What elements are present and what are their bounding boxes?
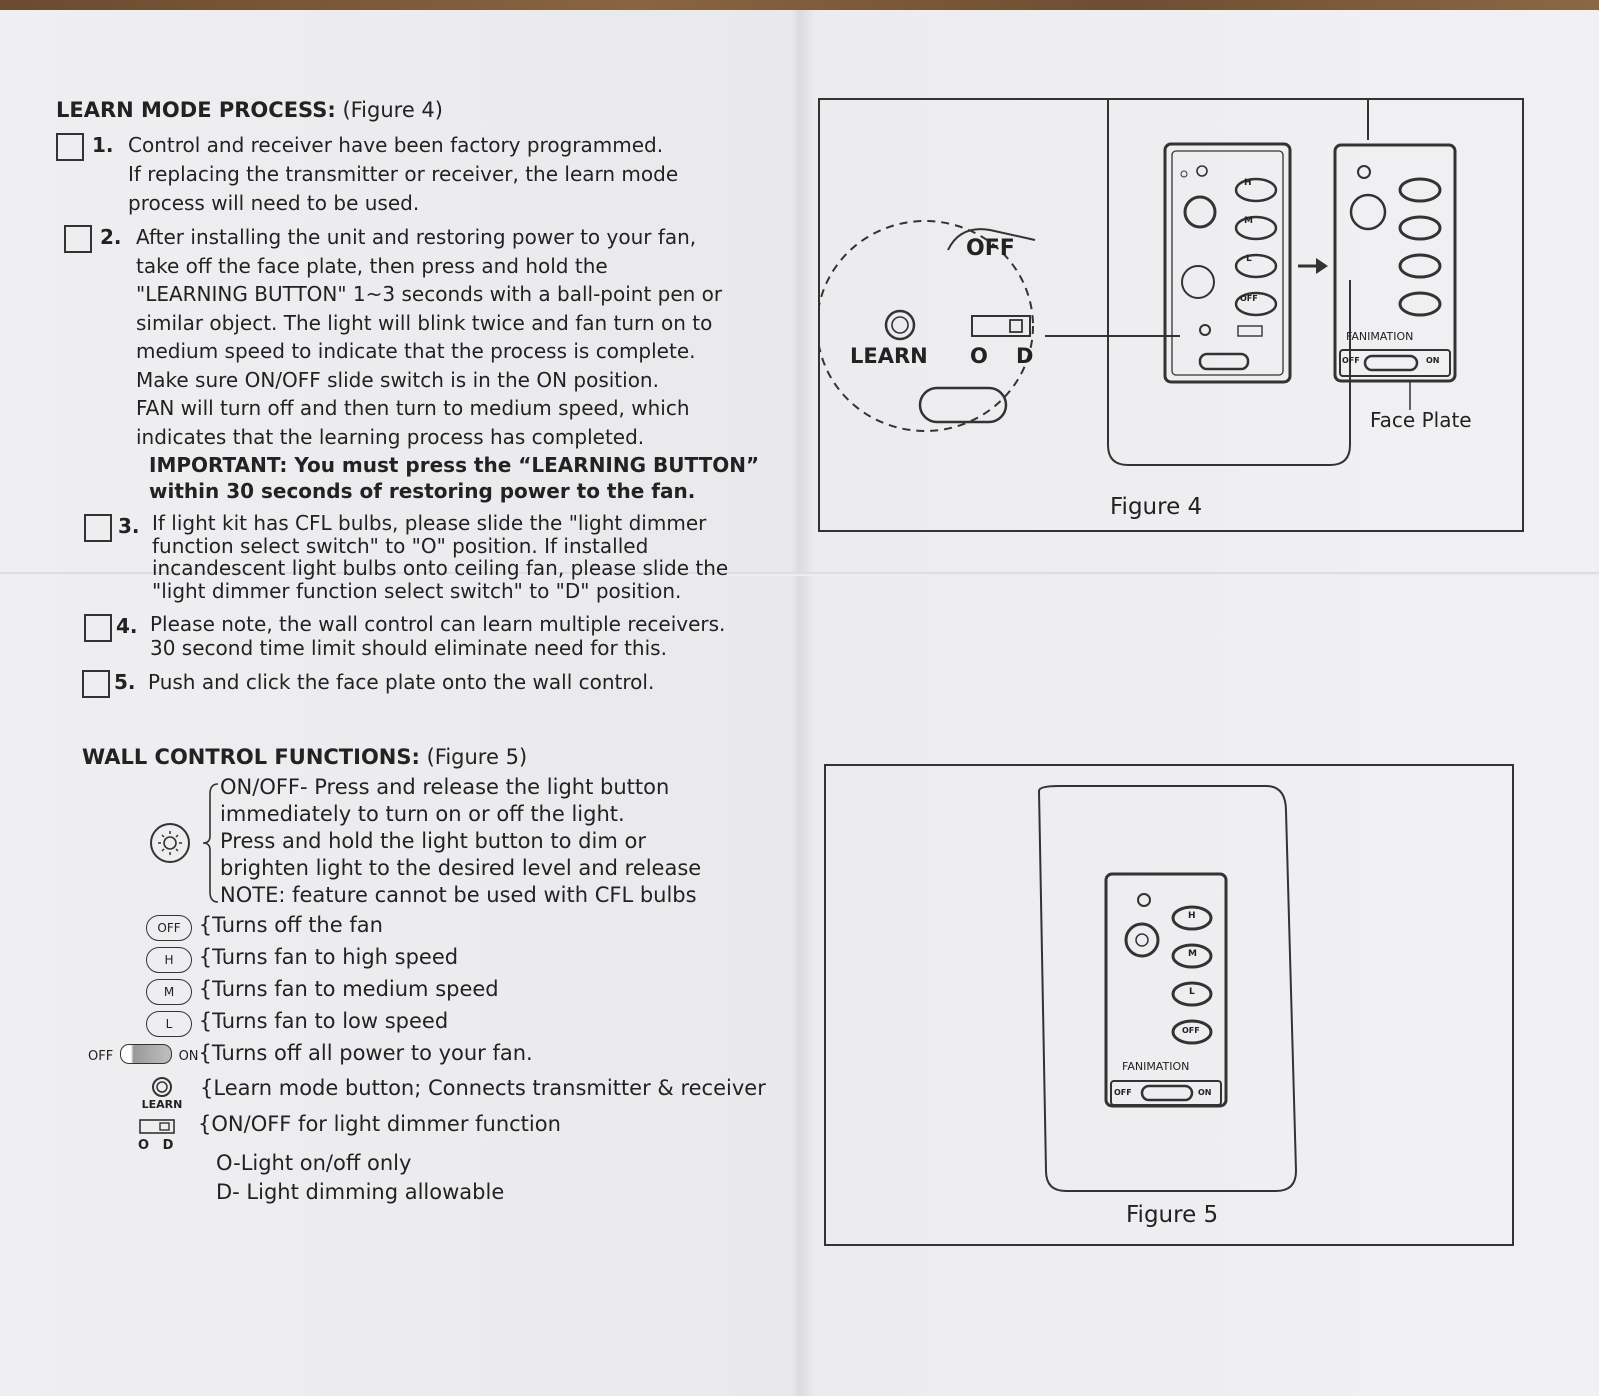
function-row-dimmer: {ON/OFF for light dimmer function <box>198 1112 561 1136</box>
fan-medium-icon: M <box>146 979 192 1005</box>
face-plate-off-label: OFF <box>1342 356 1360 365</box>
function-row-power: OFF ON{Turns off all power to your fan. <box>88 1041 533 1065</box>
face-plate-label: Face Plate <box>1370 408 1472 432</box>
function-row-learn: {Learn mode button; Connects transmitter… <box>200 1076 766 1100</box>
arrow-right-icon <box>1316 258 1328 274</box>
dimmer-d-label: D <box>162 1138 174 1153</box>
unit-m-label: M <box>1188 949 1197 959</box>
callout-o-label: O <box>970 344 988 368</box>
callout-slide-switch-icon <box>918 386 1008 424</box>
unit-l-label: L <box>1246 254 1252 264</box>
paper-fold <box>0 572 1599 576</box>
function-row-off: OFF {Turns off the fan <box>146 913 383 941</box>
dimmer-o-label: O <box>138 1138 150 1153</box>
dimmer-o-description: O-Light on/off only <box>216 1151 412 1175</box>
step-text: After installing the unit and restoring … <box>136 225 723 449</box>
figure-4: OFF LEARN O D H M L OFF FANIMATION OFF O… <box>818 98 1524 532</box>
unit-off-label: OFF <box>1240 294 1258 303</box>
power-off-label: OFF <box>88 1049 114 1064</box>
step-text: Push and click the face plate onto the w… <box>148 670 655 694</box>
callout-dimmer-switch-icon <box>971 315 1031 337</box>
important-note: IMPORTANT: You must press the “LEARNING … <box>149 453 760 503</box>
unit-h-label: H <box>1188 911 1196 921</box>
wall-control-title: WALL CONTROL FUNCTIONS: <box>82 745 420 769</box>
light-icon <box>1124 922 1160 958</box>
step-number: 1. <box>92 133 114 157</box>
function-row-low: L {Turns fan to low speed <box>146 1009 448 1037</box>
wall-control-heading: WALL CONTROL FUNCTIONS: (Figure 5) <box>82 745 527 769</box>
learn-mode-title: LEARN MODE PROCESS: <box>56 98 336 122</box>
learn-mode-heading: LEARN MODE PROCESS: (Figure 4) <box>56 98 443 122</box>
brace-glyph: { <box>198 1112 212 1136</box>
fan-low-icon: L <box>146 1011 192 1037</box>
unit-light-icon <box>1183 195 1217 229</box>
function-text: Learn mode button; Connects transmitter … <box>213 1076 766 1100</box>
unit-h-label: H <box>1244 178 1252 188</box>
learn-icon-label: LEARN <box>141 1098 183 1111</box>
power-on-label: ON <box>178 1049 199 1064</box>
figure-4-caption: Figure 4 <box>1110 494 1203 520</box>
face-plate-brand: FANIMATION <box>1346 330 1414 343</box>
function-text: Turns fan to low speed <box>212 1009 449 1033</box>
learn-mode-figure-ref: (Figure 4) <box>342 98 443 122</box>
wall-plate-outline <box>1037 785 1298 1192</box>
figure-4-drawing <box>820 100 1457 466</box>
callout-d-label: D <box>1016 344 1034 368</box>
callout-learn-label: LEARN <box>850 344 928 368</box>
function-text: Turns off the fan <box>212 913 383 937</box>
unit-off-label: OFF <box>1182 1026 1200 1035</box>
step-number: 4. <box>116 614 138 638</box>
brace-glyph: { <box>200 1076 214 1100</box>
zoom-callout <box>820 220 1034 432</box>
light-button-legend <box>150 783 219 903</box>
unit-l-label: L <box>1189 987 1195 997</box>
face-plate-on-label: ON <box>1426 356 1440 365</box>
light-icon <box>150 823 190 863</box>
callout-off-label: OFF <box>966 236 1015 261</box>
function-row-medium: M {Turns fan to medium speed <box>146 977 499 1005</box>
step-number: 2. <box>100 225 122 249</box>
instruction-sheet <box>0 10 1599 1396</box>
step-1-checkbox[interactable] <box>56 133 84 161</box>
figure-5-caption: Figure 5 <box>1126 1202 1219 1228</box>
dimmer-d-description: D- Light dimming allowable <box>216 1180 505 1204</box>
step-4-checkbox[interactable] <box>84 614 112 642</box>
function-text: Turns fan to medium speed <box>212 977 499 1001</box>
function-text: ON/OFF for light dimmer function <box>211 1112 561 1136</box>
wall-control-figure-ref: (Figure 5) <box>426 745 528 769</box>
wall-box-outline <box>1107 100 1351 466</box>
learn-button-icon: LEARN <box>140 1076 184 1111</box>
figure-5: H M L OFF FANIMATION OFF ON Figure 5 <box>824 764 1514 1246</box>
callout-learn-button-icon <box>884 309 916 341</box>
function-text: Turns off all power to your fan. <box>211 1041 533 1065</box>
light-button-description: ON/OFF- Press and release the light butt… <box>220 775 702 907</box>
brace-glyph: { <box>198 1009 213 1033</box>
figure-5-drawing <box>1037 785 1298 1192</box>
step-number: 3. <box>118 514 140 538</box>
dimmer-switch-icon: O D <box>138 1118 182 1153</box>
step-2-checkbox[interactable] <box>64 225 92 253</box>
brace-glyph: { <box>198 1041 212 1065</box>
unit-m-label: M <box>1244 216 1253 226</box>
step-text: Control and receiver have been factory p… <box>128 133 679 215</box>
face-plate <box>1333 143 1457 383</box>
unit-switch-off-label: OFF <box>1114 1088 1132 1097</box>
step-text: Please note, the wall control can learn … <box>150 612 726 660</box>
wall-control-unit <box>1163 142 1292 384</box>
unit-brand: FANIMATION <box>1122 1060 1190 1073</box>
function-text: Turns fan to high speed <box>212 945 459 969</box>
brace-glyph: { <box>198 913 213 937</box>
unit-switch-on-label: ON <box>1198 1088 1212 1097</box>
fan-high-icon: H <box>146 947 192 973</box>
step-3-checkbox[interactable] <box>84 514 112 542</box>
brace-glyph: { <box>198 977 213 1001</box>
light-brace <box>202 783 219 903</box>
power-slide-switch-icon <box>119 1044 172 1064</box>
step-5-checkbox[interactable] <box>82 670 110 698</box>
fan-off-icon: OFF <box>146 915 192 941</box>
brace-glyph: { <box>198 945 213 969</box>
step-number: 5. <box>114 670 136 694</box>
step-text: If light kit has CFL bulbs, please slide… <box>152 511 729 603</box>
function-row-high: H {Turns fan to high speed <box>146 945 458 973</box>
